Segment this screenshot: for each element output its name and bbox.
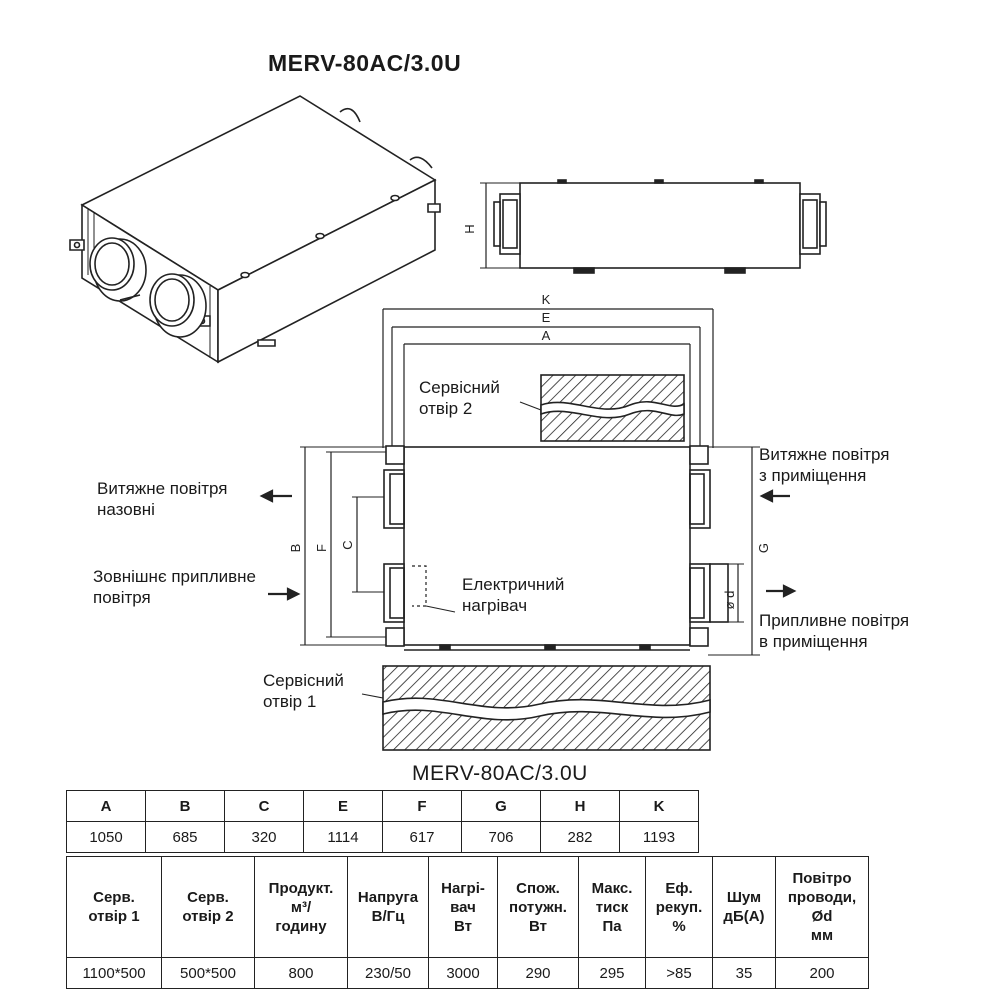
spec-value: 290	[497, 957, 579, 989]
spec-header: Серв. отвір 2	[161, 856, 255, 958]
specs-value-row: 1100*500 500*500 800 230/50 3000 290 295…	[66, 957, 869, 989]
table-title: MERV-80AC/3.0U	[412, 762, 588, 785]
dim-value: 282	[540, 821, 620, 853]
spec-header: Продукт. м³/ годину	[254, 856, 348, 958]
exhaust-air-from-room-label: Витяжне повітря з приміщення	[759, 445, 890, 485]
service-opening-2-label: Сервісний отвір 2	[419, 378, 500, 418]
spec-value: 295	[578, 957, 646, 989]
spec-header: Макс. тиск Па	[578, 856, 646, 958]
spec-header: Еф. рекуп. %	[645, 856, 713, 958]
dim-e-label: E	[542, 310, 551, 325]
spec-header: Спож. потужн. Вт	[497, 856, 579, 958]
dim-value: 617	[382, 821, 462, 853]
dim-b-label: B	[288, 544, 303, 553]
service-opening-1-label: Сервісний отвір 1	[263, 671, 344, 711]
spec-header: Повітро проводи, Ød мм	[775, 856, 869, 958]
dim-value: 1050	[66, 821, 146, 853]
plan-view: K E A B F C G ø d	[288, 292, 771, 656]
service-opening-1	[361, 665, 711, 751]
dim-f-label: F	[314, 544, 329, 552]
dim-header: H	[540, 790, 620, 822]
specifications-table: Серв. отвір 1 Серв. отвір 2 Продукт. м³/…	[66, 856, 869, 989]
technical-drawing: H	[69, 95, 827, 751]
dim-c-label: C	[340, 540, 355, 549]
dim-a-label: A	[542, 328, 551, 343]
flow-arrows	[259, 489, 797, 601]
outdoor-supply-air-label: Зовнішнє припливне повітря	[93, 567, 256, 607]
dim-g-label: G	[756, 543, 771, 553]
spec-value: >85	[645, 957, 713, 989]
dim-header: B	[145, 790, 225, 822]
dim-header: F	[382, 790, 462, 822]
spec-value: 3000	[428, 957, 498, 989]
spec-value: 800	[254, 957, 348, 989]
dim-value: 706	[461, 821, 541, 853]
spec-value: 230/50	[347, 957, 429, 989]
dim-header: A	[66, 790, 146, 822]
spec-header: Шум дБ(А)	[712, 856, 776, 958]
spec-header: Напруга В/Гц	[347, 856, 429, 958]
dim-value: 685	[145, 821, 225, 853]
dim-header: C	[224, 790, 304, 822]
dimensions-table: A B C E F G H K 1050 685 320 1114 617 70…	[66, 790, 699, 853]
electric-heater-label: Електричний нагрівач	[462, 575, 565, 615]
spec-value: 35	[712, 957, 776, 989]
dim-k-label: K	[542, 292, 551, 307]
exhaust-air-outside-label: Витяжне повітря назовні	[97, 479, 228, 519]
spec-header: Серв. отвір 1	[66, 856, 162, 958]
isometric-unit-view	[69, 95, 441, 364]
specs-header-row: Серв. отвір 1 Серв. отвір 2 Продукт. м³/…	[66, 856, 869, 958]
spec-value: 500*500	[161, 957, 255, 989]
supply-air-to-room-label: Припливне повітря в приміщення	[759, 611, 910, 651]
dim-header: K	[619, 790, 699, 822]
spec-header: Нагрі- вач Вт	[428, 856, 498, 958]
spec-value: 200	[775, 957, 869, 989]
dimensions-header-row: A B C E F G H K	[66, 790, 699, 822]
service-opening-2	[519, 374, 685, 442]
side-elevation-view: H	[462, 179, 827, 274]
dim-d-label: ø d	[722, 591, 737, 610]
model-title: MERV-80AC/3.0U	[268, 50, 462, 76]
spec-value: 1100*500	[66, 957, 162, 989]
dim-value: 320	[224, 821, 304, 853]
dimensions-value-row: 1050 685 320 1114 617 706 282 1193	[66, 821, 699, 853]
dim-value: 1193	[619, 821, 699, 853]
dim-header: G	[461, 790, 541, 822]
dim-value: 1114	[303, 821, 383, 853]
dim-h-label: H	[462, 224, 477, 233]
dim-header: E	[303, 790, 383, 822]
